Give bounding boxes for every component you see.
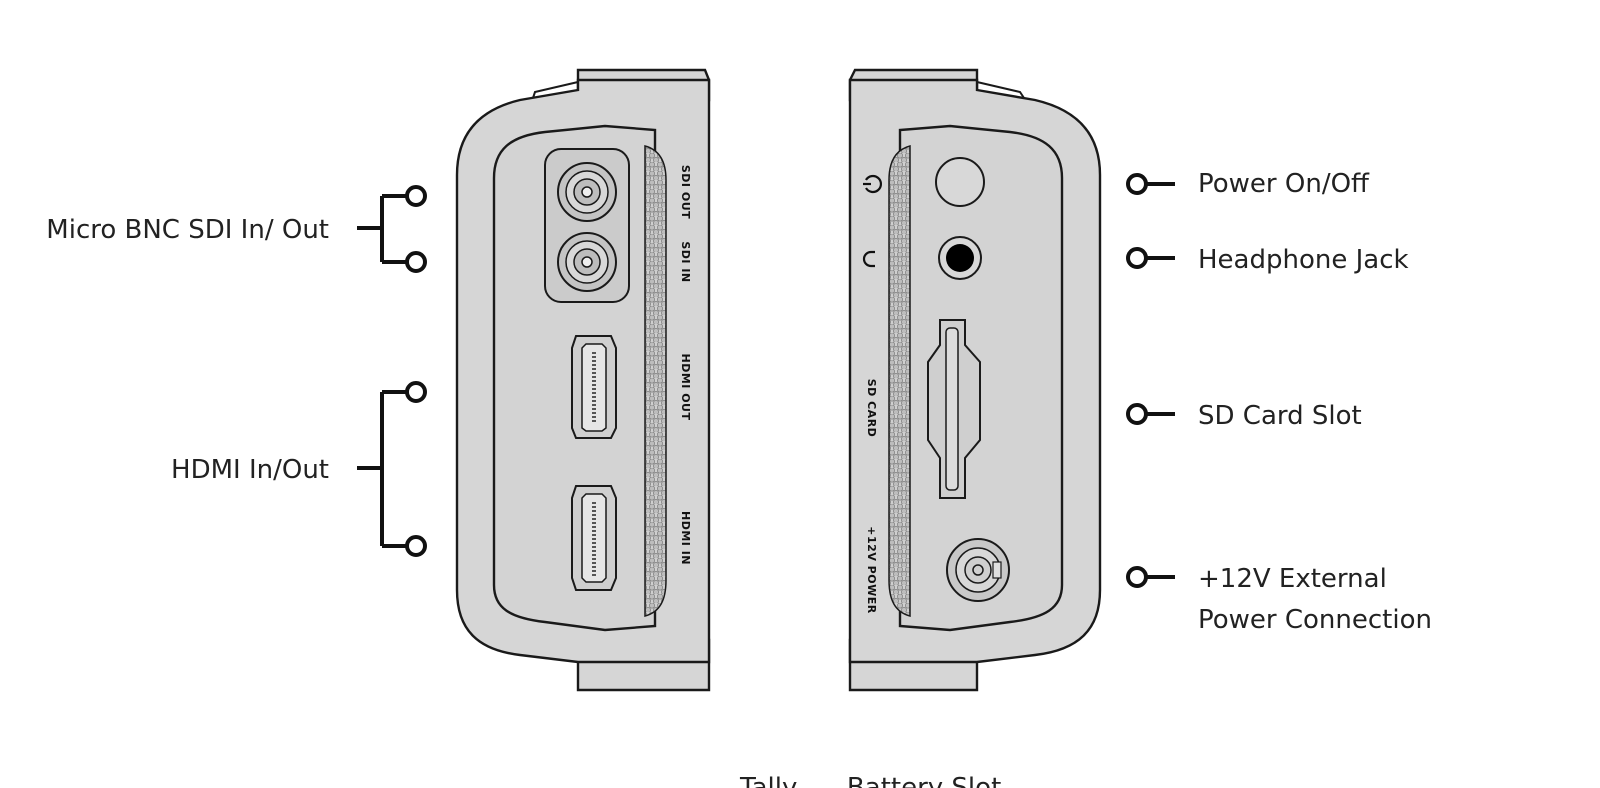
- right-vent-grille: [888, 145, 911, 617]
- headphone-jack: [938, 236, 982, 280]
- ext-power-callout-line1: +12V External: [1198, 564, 1387, 594]
- right-side-device: SD CARD +12V POWER: [848, 68, 1102, 692]
- hdmi-out-label: HDMI OUT: [679, 354, 692, 421]
- sd-callout-label: SD Card Slot: [1198, 401, 1362, 431]
- hdmi-in-port: [571, 485, 617, 591]
- hdmi-in-label: HDMI IN: [679, 511, 692, 565]
- sdi-out-label: SDI OUT: [679, 165, 692, 219]
- sd-card-label: SD CARD: [865, 379, 878, 438]
- hdmi-callout: HDMI In/Out: [171, 381, 427, 557]
- power-icon: [863, 174, 883, 194]
- power-callout: Power On/Off: [1126, 169, 1370, 199]
- sd-card-slot: [927, 319, 981, 499]
- power-button: [935, 157, 985, 207]
- sdi-out-connector: [557, 162, 617, 222]
- ext-power-callout: +12V External Power Connection: [1126, 564, 1432, 635]
- power-callout-label: Power On/Off: [1198, 169, 1370, 199]
- headphone-callout-label: Headphone Jack: [1198, 245, 1409, 275]
- headphone-icon: [862, 250, 875, 268]
- sdi-in-connector: [557, 232, 617, 292]
- left-vent-grille: [644, 145, 667, 617]
- headphone-callout: Headphone Jack: [1126, 245, 1409, 275]
- power-12v-connector: [946, 538, 1010, 602]
- ext-power-callout-line2: Power Connection: [1198, 605, 1432, 635]
- sd-callout: SD Card Slot: [1126, 401, 1362, 431]
- bottom-caption: Tally Battery Slot: [739, 773, 1001, 788]
- hdmi-callout-label: HDMI In/Out: [171, 455, 329, 485]
- sdi-in-label: SDI IN: [679, 241, 692, 282]
- left-side-device: SDI OUT SDI IN HDMI OUT HDMI IN: [455, 68, 711, 692]
- sdi-callout: Micro BNC SDI In/ Out: [46, 185, 427, 273]
- power-12v-label: +12V POWER: [865, 526, 878, 613]
- sdi-callout-label: Micro BNC SDI In/ Out: [46, 215, 329, 245]
- hdmi-out-port: [571, 335, 617, 439]
